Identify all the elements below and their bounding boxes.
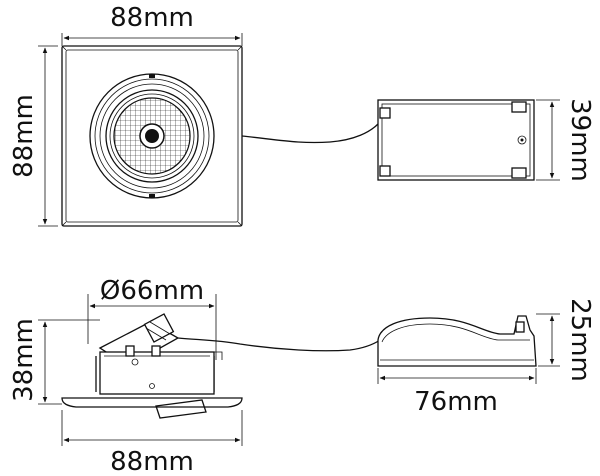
top-width-dimension: 88mm <box>61 3 243 46</box>
side-view: Ø66mm 38mm <box>9 276 595 476</box>
driver-box-side <box>377 315 537 367</box>
driver-side-height-label: 25mm <box>565 298 595 382</box>
top-view: 88mm 88mm <box>9 3 595 227</box>
fixture-side <box>61 313 243 419</box>
driver-length-dimension: 76mm <box>377 368 537 417</box>
top-width-label: 88mm <box>110 3 194 33</box>
side-width-dimension: 88mm <box>61 410 243 476</box>
side-height-label: 38mm <box>9 318 39 402</box>
driver-length-label: 76mm <box>414 387 498 417</box>
led-reflector <box>89 73 215 199</box>
top-height-label: 88mm <box>9 94 39 178</box>
side-diameter-label: Ø66mm <box>100 276 204 306</box>
driver-height-label: 39mm <box>565 98 595 182</box>
driver-side-height-dimension: 25mm <box>536 298 595 382</box>
cable-side <box>177 337 381 352</box>
driver-box-top <box>377 99 535 181</box>
side-height-dimension: 38mm <box>9 318 100 405</box>
cable-top <box>241 123 379 144</box>
driver-height-dimension: 39mm <box>536 98 595 182</box>
top-height-dimension: 88mm <box>9 45 58 227</box>
side-diameter-dimension: Ø66mm <box>87 276 217 360</box>
side-width-label: 88mm <box>110 447 194 476</box>
